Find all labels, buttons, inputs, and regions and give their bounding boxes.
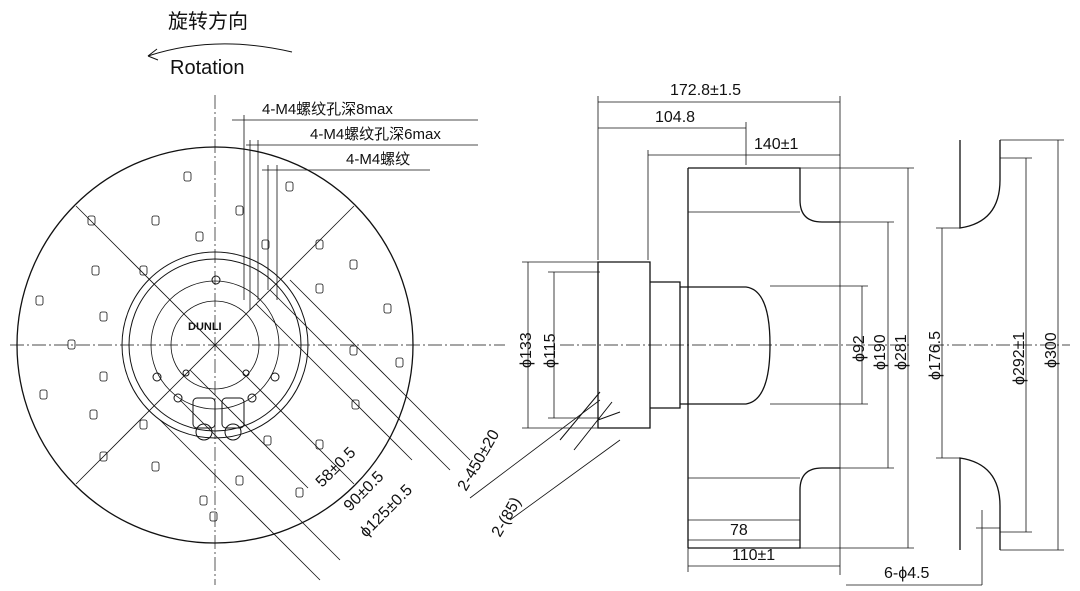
side-left-dim-lines xyxy=(522,261,600,429)
dim-104: 104.8 xyxy=(655,109,695,126)
ring-profile-bottom xyxy=(959,457,1001,550)
thread-leader-lines xyxy=(232,115,478,310)
brand-logo-text: DUNLI xyxy=(188,321,222,333)
ring-profile-top xyxy=(959,140,1001,229)
rotation-label-en: Rotation xyxy=(170,57,245,79)
impeller-profile-bottom xyxy=(688,467,840,549)
cable-lines xyxy=(469,399,621,521)
dim-78: 78 xyxy=(730,522,748,539)
ring-view: ϕ176.5 ϕ292±1 ϕ300 6-ϕ4.5 xyxy=(846,139,1070,586)
dim-cable-length: 2-450±20 xyxy=(455,427,504,494)
dim-92: ϕ92 xyxy=(851,335,868,362)
dim-total-length: 172.8±1.5 xyxy=(670,82,741,99)
rotation-arrow xyxy=(147,43,293,57)
dim-190: ϕ190 xyxy=(872,334,889,370)
dim-58: 58±0.5 xyxy=(313,444,360,491)
dim-300: ϕ300 xyxy=(1043,332,1060,368)
screw-icons xyxy=(152,275,280,403)
motor-hub xyxy=(650,281,681,409)
diagonal-dimension-lines xyxy=(159,279,471,581)
dim-133: ϕ133 xyxy=(518,332,535,368)
thread-label-1: 4-M4螺纹孔深8max xyxy=(262,101,393,118)
dim-110: 110±1 xyxy=(732,547,775,564)
rotation-indicator: 旋转方向 Rotation xyxy=(147,10,293,79)
dim-281: ϕ281 xyxy=(893,334,910,370)
impeller-profile-top xyxy=(687,167,840,548)
thread-label-2: 4-M4螺纹孔深6max xyxy=(310,126,441,143)
dim-140: 140±1 xyxy=(754,136,798,153)
dim-292: ϕ292±1 xyxy=(1011,332,1028,385)
rotation-label-cn: 旋转方向 xyxy=(168,10,248,33)
cable-connector-icons xyxy=(192,397,245,441)
dim-holes: 6-ϕ4.5 xyxy=(884,565,930,582)
motor-ring-outer xyxy=(121,251,309,439)
rotation-arrow-head-icon xyxy=(147,48,159,61)
ring-dim-lines xyxy=(846,139,1064,586)
blade-lines xyxy=(75,205,355,485)
side-top-dim-lines xyxy=(597,96,841,575)
thread-label-3: 4-M4螺纹 xyxy=(346,151,410,168)
motor-ring-inner xyxy=(170,300,260,390)
side-bottom-dim-lines xyxy=(687,539,840,572)
dim-115: ϕ115 xyxy=(542,333,559,368)
motor-body xyxy=(680,286,771,405)
dim-cable-strip: 2-(85) xyxy=(489,495,525,540)
motor-flange xyxy=(597,261,651,429)
dim-176: ϕ176.5 xyxy=(927,331,944,380)
cable-exit xyxy=(559,391,621,451)
side-view: 172.8±1.5 104.8 140±1 ϕ133 ϕ115 xyxy=(518,82,914,575)
side-right-dim-lines xyxy=(770,167,914,549)
motor-ring-2 xyxy=(128,258,302,432)
vent-slots xyxy=(35,171,404,522)
